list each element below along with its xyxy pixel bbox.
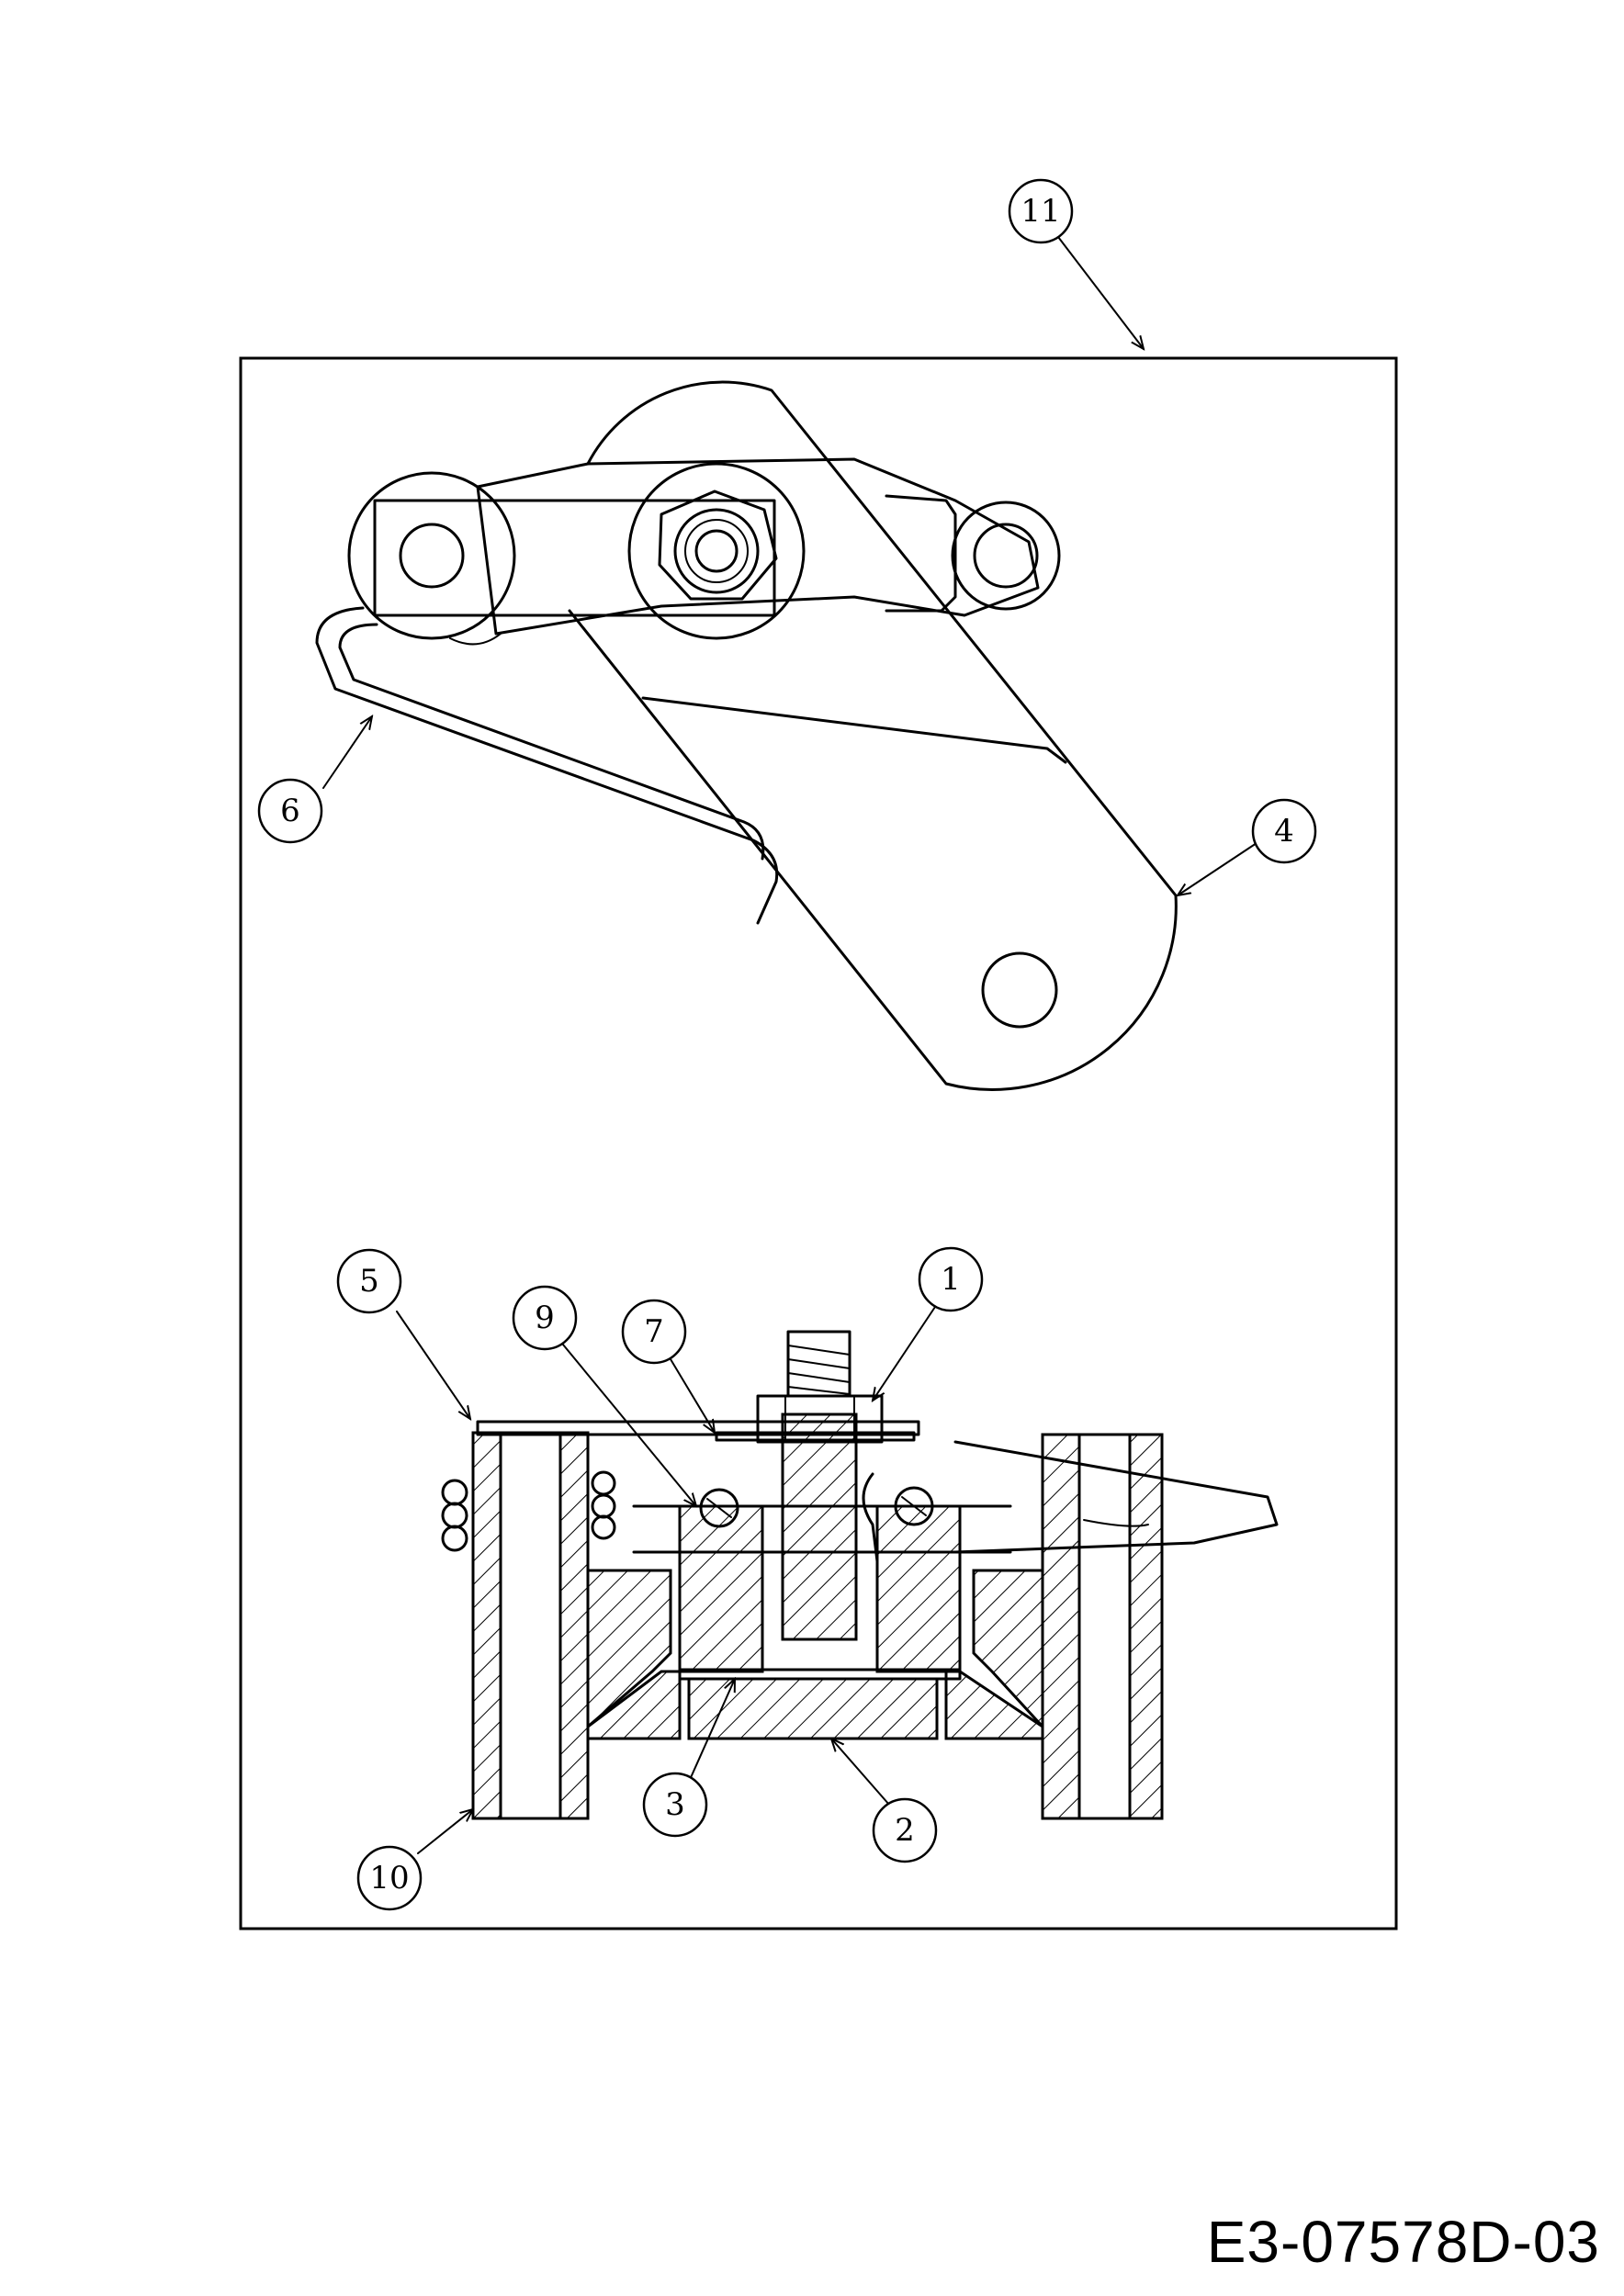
callout-leaders xyxy=(322,236,1257,1854)
top-view-tensioner-arm xyxy=(315,380,1178,1091)
callout-5: 5 xyxy=(336,1248,402,1314)
callout-6: 6 xyxy=(257,778,323,844)
callout-label-1: 1 xyxy=(941,1261,961,1298)
callout-3: 3 xyxy=(642,1772,708,1838)
callout-4: 4 xyxy=(1251,798,1317,864)
callout-9: 9 xyxy=(512,1285,578,1351)
callout-11: 11 xyxy=(1008,178,1074,244)
callout-label-10: 10 xyxy=(369,1860,409,1896)
callout-label-9: 9 xyxy=(535,1300,555,1336)
callout-7: 7 xyxy=(621,1299,687,1365)
callout-label-11: 11 xyxy=(1021,193,1060,230)
drawing-code: E3-07578D-03 xyxy=(1206,2209,1600,2275)
callout-label-2: 2 xyxy=(895,1812,915,1849)
callout-label-4: 4 xyxy=(1274,813,1294,850)
callout-label-7: 7 xyxy=(644,1313,664,1350)
callout-label-3: 3 xyxy=(665,1786,685,1823)
callout-1: 1 xyxy=(918,1246,984,1312)
callout-2: 2 xyxy=(872,1797,938,1863)
assembly-frame xyxy=(239,356,1398,1930)
callout-10: 10 xyxy=(356,1845,423,1911)
bottom-view-section xyxy=(441,1330,1279,1820)
callout-label-5: 5 xyxy=(359,1263,379,1300)
callout-label-6: 6 xyxy=(280,793,300,829)
